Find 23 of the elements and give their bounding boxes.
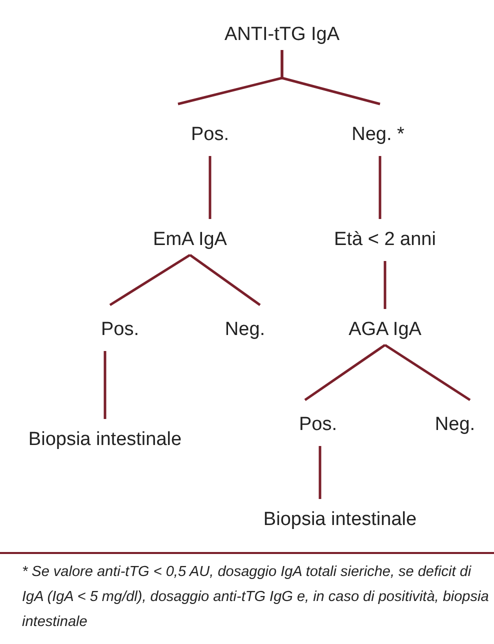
connector-line <box>109 254 191 306</box>
node-label: Pos. <box>298 412 338 438</box>
node-label: AGA IgA <box>348 317 422 343</box>
node-label: Biopsia intestinale <box>28 427 182 453</box>
connector-line <box>384 344 471 402</box>
node-label: Pos. <box>100 317 140 343</box>
node-label: Pos. <box>190 122 230 148</box>
connector-line <box>384 261 386 309</box>
node-label: Neg. <box>224 317 266 343</box>
node-label: Età < 2 anni <box>334 227 436 253</box>
node-label: EmA IgA <box>153 227 227 253</box>
connector-line <box>280 50 380 106</box>
connector-line <box>304 344 386 402</box>
node-label: Neg. * <box>352 122 404 148</box>
connector-line <box>189 254 261 306</box>
connector-line <box>378 156 382 219</box>
node-label: ANTI-tTG IgA <box>224 22 340 48</box>
footnote: * Se valore anti-tTG < 0,5 AU, dosaggio IgA totali sieriche, se deficit di IgA (IgA < 5 mg/dl), dosaggio anti-tTG IgG e, in caso di positività, biopsia intestinale <box>22 563 490 632</box>
node-label: Neg. <box>434 412 476 438</box>
connector-line <box>318 446 322 499</box>
connector-line <box>104 351 106 419</box>
node-label: Biopsia intestinale <box>263 507 417 533</box>
connector-line <box>208 156 212 219</box>
